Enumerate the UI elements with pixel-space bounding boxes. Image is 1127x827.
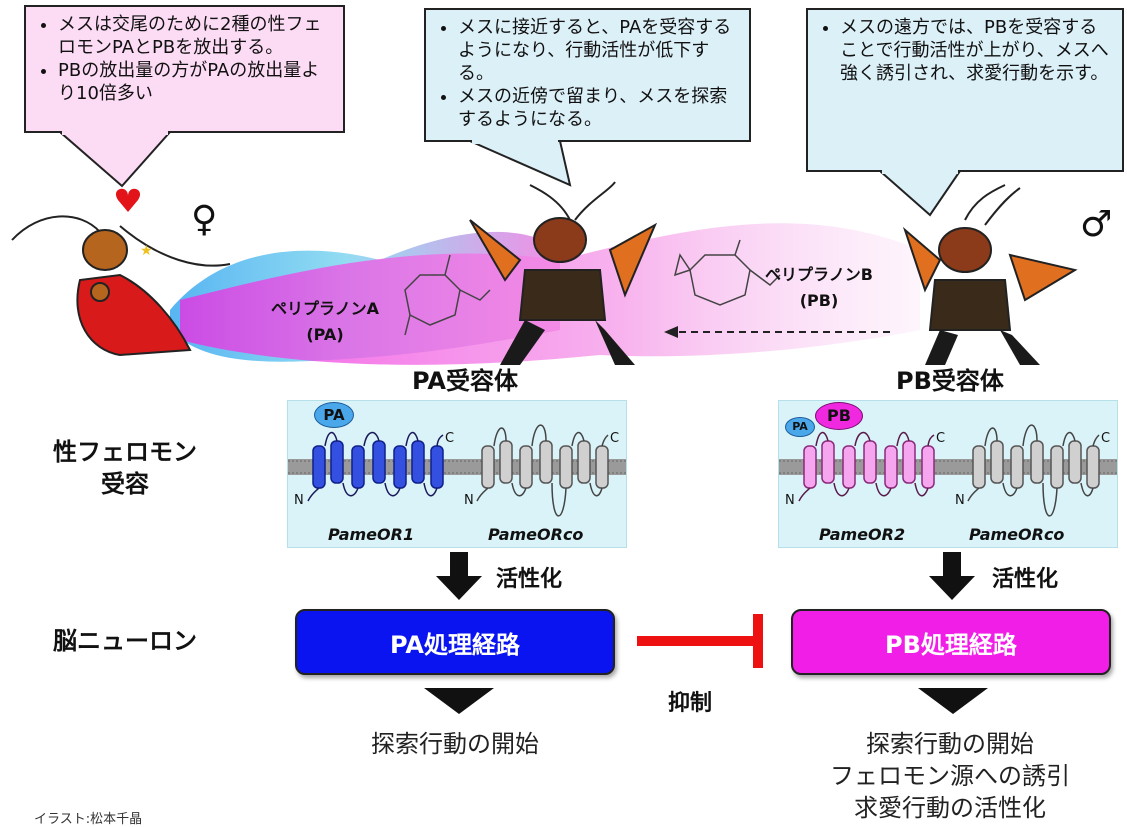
pb-activation-arrow	[929, 552, 975, 600]
pb-activation-label: 活性化	[992, 567, 1059, 592]
n-terminus-label: N	[294, 493, 304, 508]
outcome-line: 求愛行動の活性化	[854, 794, 1046, 822]
female-speech-bubble: メスは交尾のために2種の性フェロモンPAとPBを放出する。 PBの放出量の方がP…	[24, 5, 345, 133]
pa-activation-arrow	[436, 552, 482, 600]
row-label-reception: 性フェロモン 受容	[53, 438, 197, 498]
illustration-credit: イラスト:松本千晶	[34, 812, 143, 827]
female-bubble-tail	[60, 131, 173, 188]
c-terminus-label: C	[445, 431, 455, 446]
pa-activation-label: 活性化	[496, 567, 563, 592]
near-male-cockroach-icon	[469, 181, 658, 365]
pb-ligand-badge: PB	[815, 402, 863, 430]
pa-outcome-text: 探索行動の開始	[371, 730, 539, 758]
pb-receptor-panel: PA PB N C N C PameOR2 PameORco	[778, 400, 1118, 548]
or1-label: PameOR1	[328, 525, 415, 544]
inhibition-label: 抑制	[668, 691, 713, 716]
near-bubble-tail	[470, 140, 572, 187]
far-male-cockroach-icon	[902, 184, 1078, 365]
pb-receptor-title: PB受容体	[896, 367, 1004, 395]
orco-label: PameORco	[488, 525, 584, 544]
bubble-text: メスの遠方では、PBを受容することで行動活性が上がり、メスへ強く誘引され、求愛行…	[840, 16, 1112, 85]
female-symbol: ♀	[191, 199, 218, 240]
row-label-neuron: 脳ニューロン	[53, 627, 197, 655]
outcome-line: フェロモン源への誘引	[830, 762, 1070, 790]
pb-pathway-box: PB処理経路	[791, 609, 1111, 675]
pb-small-pa-badge: PA	[785, 417, 815, 437]
pheromone-name: ペリプラノンA	[270, 299, 380, 318]
inhibition-connector	[637, 614, 763, 668]
bubble-text: PBの放出量の方がPAの放出量より10倍多い	[58, 59, 333, 105]
pa-ligand-badge: PA	[314, 402, 354, 428]
pheromone-abbr: (PA)	[306, 325, 344, 344]
female-cockroach-icon: ★	[11, 188, 231, 357]
n-terminus-label: N	[464, 493, 474, 508]
far-bubble-tail	[880, 170, 962, 217]
periplanone-a-structure-icon	[404, 254, 491, 336]
c-terminus-label: C	[1101, 431, 1111, 446]
male-symbol: ♂	[1080, 204, 1113, 245]
pheromone-plume-illustration: ★	[11, 181, 1078, 365]
n-terminus-label: N	[955, 493, 965, 508]
pb-outcome-arrow	[918, 688, 988, 714]
orco-label: PameORco	[969, 525, 1065, 544]
pheromone-abbr: (PB)	[799, 291, 839, 310]
pb-receptor-diagram	[779, 424, 1117, 517]
pa-pathway-box: PA処理経路	[295, 609, 615, 675]
c-terminus-label: C	[610, 431, 620, 446]
ligand-label: PA	[792, 420, 808, 433]
pa-outcome-arrow	[424, 688, 494, 714]
ligand-label: PB	[827, 406, 851, 425]
bubble-text: メスの近傍で留まり、メスを探索するようになる。	[458, 85, 739, 131]
pa-receptor-title: PA受容体	[412, 367, 518, 395]
pa-receptor-panel: PA N C N C PameOR1 PameORco	[287, 400, 627, 548]
pa-receptor-diagram	[288, 424, 626, 517]
n-terminus-label: N	[785, 493, 795, 508]
bubble-text: メスに接近すると、PAを受容するようになり、行動活性が低下する。	[458, 16, 739, 85]
or2-label: PameOR2	[819, 525, 906, 544]
pheromone-name: ペリプラノンB	[765, 265, 873, 284]
outcome-line: 探索行動の開始	[866, 730, 1034, 758]
pathway-label: PA処理経路	[390, 630, 520, 659]
pathway-label: PB処理経路	[885, 630, 1017, 659]
periplanone-b-structure-icon	[673, 239, 781, 306]
c-terminus-label: C	[936, 431, 946, 446]
svg-text:★: ★	[140, 243, 153, 259]
periplanone-a-label: ペリプラノンA (PA)	[250, 296, 400, 348]
pb-outcome-text: 探索行動の開始 フェロモン源への誘引 求愛行動の活性化	[780, 728, 1120, 824]
near-speech-bubble: メスに接近すると、PAを受容するようになり、行動活性が低下する。 メスの近傍で留…	[424, 8, 751, 142]
ligand-label: PA	[323, 406, 345, 424]
far-speech-bubble: メスの遠方では、PBを受容することで行動活性が上がり、メスへ強く誘引され、求愛行…	[806, 8, 1124, 172]
bubble-text: メスは交尾のために2種の性フェロモンPAとPBを放出する。	[58, 13, 333, 59]
periplanone-b-label: ペリプラノンB (PB)	[744, 262, 894, 314]
